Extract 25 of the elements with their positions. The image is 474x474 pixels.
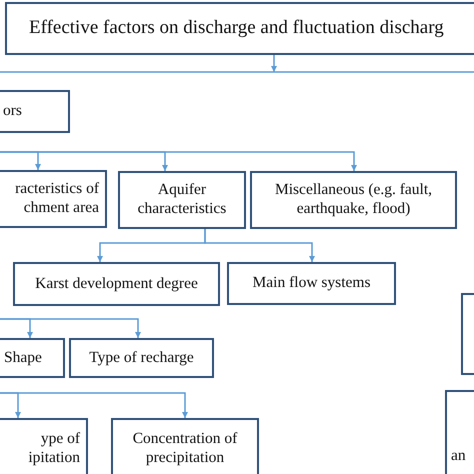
- factor-label: Effective factors on discharge and fluctuation discharg: [29, 17, 444, 40]
- factor-label: Shape: [4, 348, 42, 368]
- arrow: [0, 151, 357, 171]
- factor-label: ors: [3, 102, 22, 121]
- factor-box: [13, 262, 220, 306]
- factor-box: [0, 170, 107, 228]
- factor-box: [111, 418, 259, 474]
- arrow: [271, 55, 277, 72]
- factor-label: Main flow systems: [252, 274, 370, 293]
- factor-box: [118, 171, 246, 229]
- arrow: [0, 392, 188, 418]
- factor-label: Karst development degree: [35, 274, 198, 294]
- arrow: [204, 229, 315, 262]
- factor-label: ype of ipitation: [27, 430, 80, 468]
- factor-box: [250, 171, 457, 229]
- factor-label: Concentration of precipitation: [132, 430, 238, 468]
- factor-label: Type of recharge: [89, 348, 194, 368]
- factor-box: [69, 338, 214, 378]
- factor-label: an: [451, 447, 466, 466]
- factor-box: [227, 262, 396, 305]
- arrow: [0, 318, 141, 338]
- factor-box: [5, 2, 474, 55]
- factor-label: Miscellaneous (e.g. fault, earthquake, flood): [274, 181, 434, 219]
- factor-label: racteristics of chment area: [14, 180, 99, 218]
- factor-label: Aquifer characteristics: [136, 181, 228, 219]
